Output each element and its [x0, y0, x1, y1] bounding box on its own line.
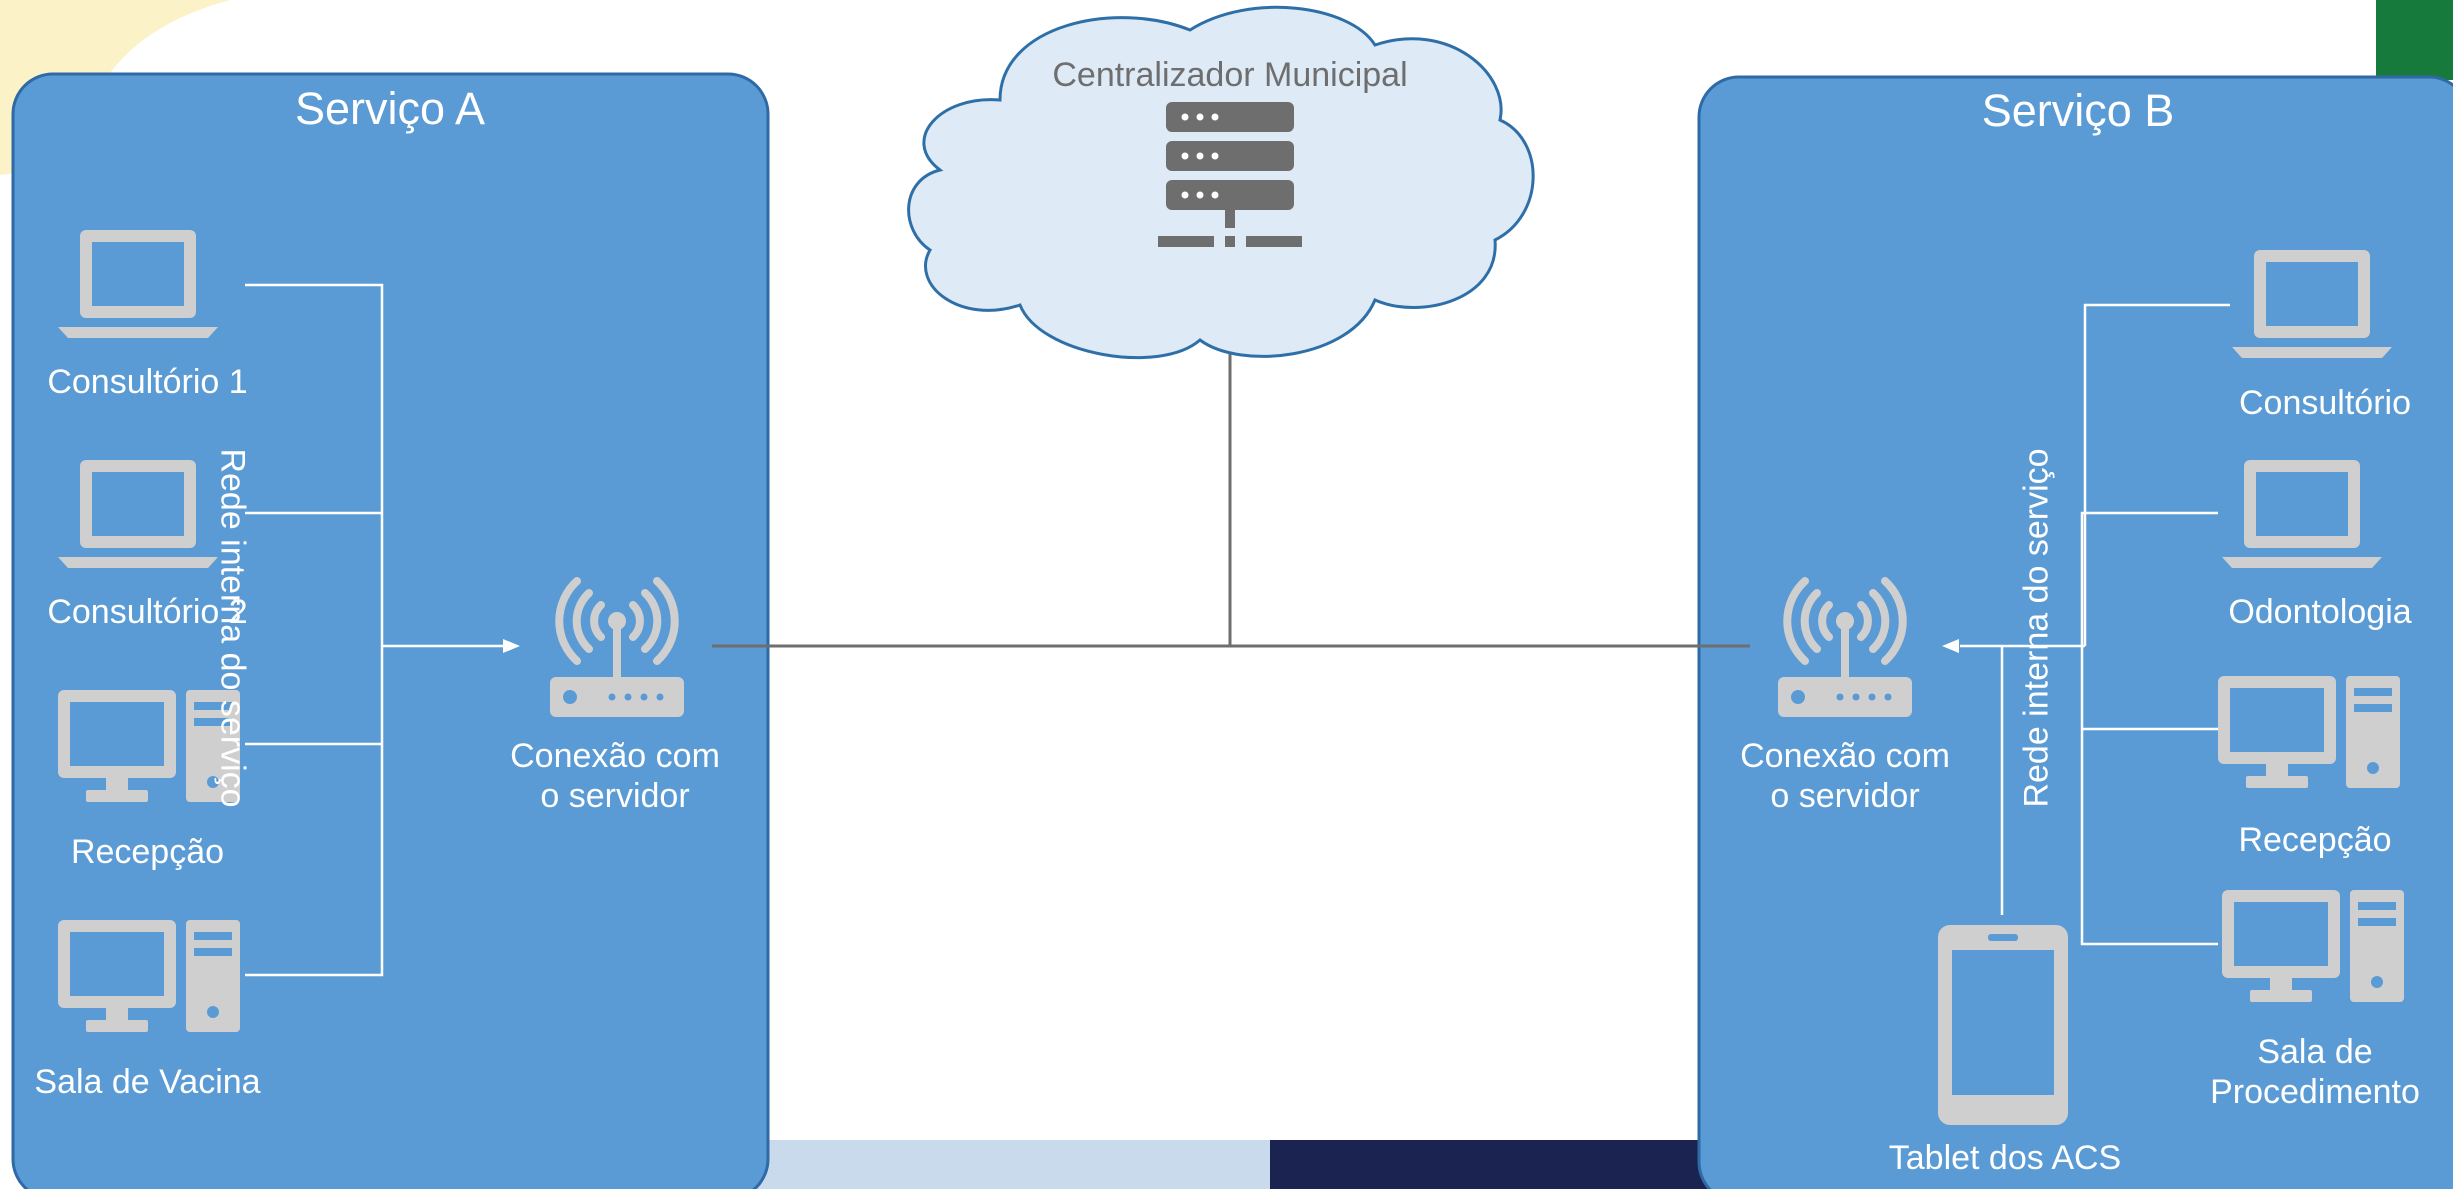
service-b-title: Serviço B	[1981, 85, 2175, 136]
device-label-consultorio-2: Consultório 2	[47, 593, 248, 631]
tablet-icon	[1938, 925, 2068, 1125]
decor-light-blue-band	[700, 1140, 1270, 1189]
server-rack-icon	[1158, 102, 1302, 247]
decor-navy-band	[1270, 1140, 1753, 1189]
service-a-panel	[11, 72, 770, 1189]
service-b-network-label: Rede interna do serviço	[2017, 448, 2056, 808]
device-label-sala-de-procedimento-line2: Procedimento	[2210, 1073, 2420, 1111]
device-label-recepcao-b: Recepção	[2238, 821, 2392, 859]
router-label-b-line2: o servidor	[1770, 777, 1920, 815]
device-label-odontologia: Odontologia	[2228, 593, 2412, 631]
device-label-recepcao-a: Recepção	[70, 833, 225, 871]
decor-green-bar	[2376, 0, 2453, 80]
service-a-title: Serviço A	[294, 83, 486, 134]
device-label-consultorio-1: Consultório 1	[47, 363, 248, 401]
service-b-arrowhead	[1942, 639, 1959, 653]
service-a-network-lines	[245, 283, 505, 977]
cloud-label: Centralizador Municipal	[1052, 56, 1408, 94]
router-label-b-line1: Conexão com	[1740, 737, 1950, 775]
service-b-panel	[1697, 75, 2453, 1189]
router-label-a-line1: Conexão com	[510, 737, 720, 775]
device-label-sala-de-vacina: Sala de Vacina	[34, 1063, 261, 1101]
service-b-network-lines	[1960, 303, 2230, 946]
tablet-label: Tablet dos ACS	[1888, 1139, 2122, 1177]
device-label-sala-de-procedimento-line1: Sala de	[2257, 1033, 2373, 1071]
service-a-network-label: Rede interna do serviço	[213, 448, 252, 808]
device-label-consultorio-b: Consultório	[2239, 384, 2411, 422]
router-label-a-line2: o servidor	[540, 777, 690, 815]
service-a-arrowhead	[503, 639, 520, 653]
